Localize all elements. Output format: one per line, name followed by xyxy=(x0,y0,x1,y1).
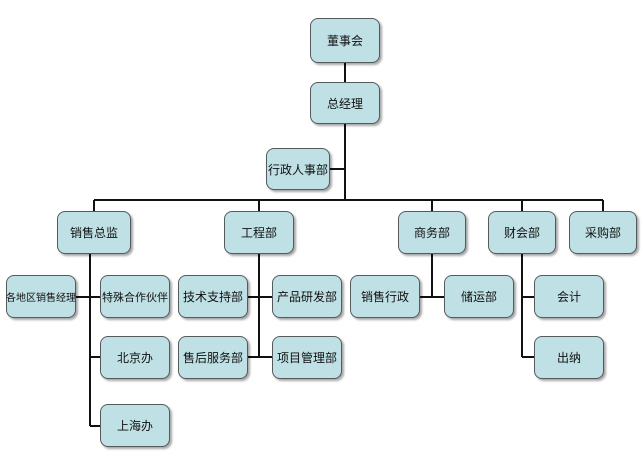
node-board: 董事会 xyxy=(310,18,380,63)
node-project-mgmt: 项目管理部 xyxy=(272,336,342,379)
node-after-sales: 售后服务部 xyxy=(178,336,248,379)
node-business: 商务部 xyxy=(398,211,466,254)
node-admin-hr: 行政人事部 xyxy=(266,148,330,190)
node-finance: 财会部 xyxy=(488,211,556,254)
node-storage-transport: 储运部 xyxy=(444,275,514,318)
node-sales-director: 销售总监 xyxy=(57,211,131,254)
node-general-manager: 总经理 xyxy=(310,82,380,124)
node-engineering: 工程部 xyxy=(224,211,294,254)
node-tech-support: 技术支持部 xyxy=(178,275,248,318)
node-shanghai-office: 上海办 xyxy=(100,404,170,447)
node-regional-sales-manager: 各地区销售经理 xyxy=(6,275,76,318)
node-accounting: 会计 xyxy=(534,275,604,318)
node-product-rd: 产品研发部 xyxy=(272,275,342,318)
node-sales-admin: 销售行政 xyxy=(350,275,420,318)
node-cashier: 出纳 xyxy=(534,336,604,379)
node-beijing-office: 北京办 xyxy=(100,336,170,379)
node-purchasing: 采购部 xyxy=(569,211,637,254)
node-special-partner: 特殊合作伙伴 xyxy=(100,275,170,318)
